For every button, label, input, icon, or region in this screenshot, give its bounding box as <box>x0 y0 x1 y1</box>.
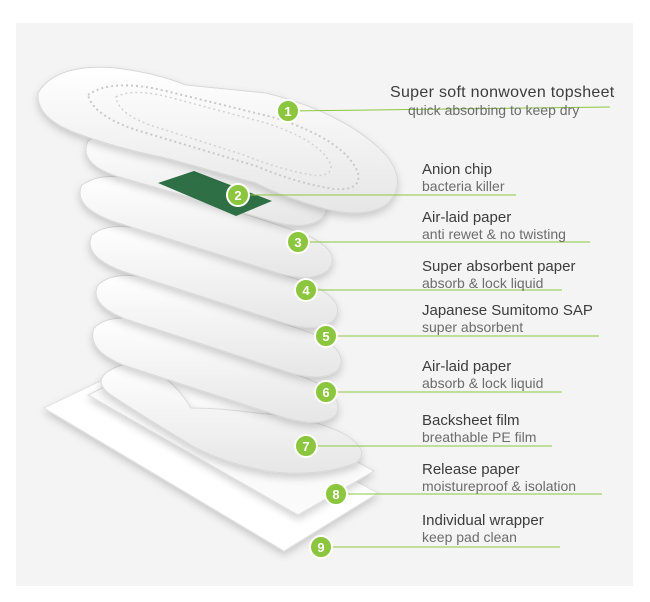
svg-text:9: 9 <box>317 540 324 555</box>
badge-6: 6 <box>314 380 338 404</box>
badge-8: 8 <box>324 482 348 506</box>
svg-text:6: 6 <box>322 385 329 400</box>
label-subtitle: anti rewet & no twisting <box>422 226 566 242</box>
badge-2: 2 <box>226 183 250 207</box>
label-subtitle: absorb & lock liquid <box>422 375 544 391</box>
label-title: Japanese Sumitomo SAP <box>422 302 593 319</box>
topsheet-emboss-outer <box>86 84 360 191</box>
svg-text:5: 5 <box>322 329 329 344</box>
label-title: Individual wrapper <box>422 512 544 529</box>
label-subtitle: keep pad clean <box>422 529 517 545</box>
leader-line-1 <box>287 106 611 112</box>
label-title: Super absorbent paper <box>422 258 576 275</box>
label-title: Air-laid paper <box>422 358 512 375</box>
badge-1: 1 <box>276 99 300 123</box>
leader-lines <box>238 106 611 548</box>
topsheet-emboss-inner <box>115 91 332 177</box>
label-title: Air-laid paper <box>422 209 512 226</box>
sap-layer <box>95 274 342 378</box>
layer-illustration: 1 2 3 4 5 6 7 8 9 <box>37 66 611 559</box>
label-title: Release paper <box>422 461 520 478</box>
topsheet-layer <box>37 66 398 214</box>
svg-text:8: 8 <box>332 487 339 502</box>
label-layer-8: Release paper moistureproof & isolation <box>422 462 576 493</box>
badge-9: 9 <box>309 535 333 559</box>
label-subtitle: absorb & lock liquid <box>422 275 544 291</box>
badge-5: 5 <box>314 324 338 348</box>
label-title: Anion chip <box>422 161 493 178</box>
number-badges: 1 2 3 4 5 6 7 8 9 <box>226 99 348 559</box>
svg-text:3: 3 <box>294 235 301 250</box>
label-layer-6: Air-laid paper absorb & lock liquid <box>422 359 543 390</box>
label-subtitle: breathable PE film <box>422 429 537 445</box>
label-subtitle: bacteria killer <box>422 178 505 194</box>
svg-text:7: 7 <box>302 439 309 454</box>
label-title: Backsheet film <box>422 412 520 429</box>
svg-text:4: 4 <box>302 283 310 298</box>
label-layer-3: Air-laid paper anti rewet & no twisting <box>422 210 566 241</box>
label-layer-1: Super soft nonwoven topsheet quick absor… <box>390 84 615 118</box>
label-subtitle: moistureproof & isolation <box>422 478 577 494</box>
label-layer-5: Japanese Sumitomo SAP super absorbent <box>422 303 593 334</box>
label-subtitle: super absorbent <box>422 319 524 335</box>
badge-7: 7 <box>294 434 318 458</box>
label-layer-9: Individual wrapper keep pad clean <box>422 513 544 544</box>
svg-text:1: 1 <box>284 104 291 119</box>
badge-4: 4 <box>294 278 318 302</box>
label-title: Super soft nonwoven topsheet <box>390 84 615 101</box>
exploded-layers-diagram: 1 2 3 4 5 6 7 8 9 Super soft nonwoven to… <box>16 23 633 586</box>
label-layer-7: Backsheet film breathable PE film <box>422 413 536 444</box>
label-layer-2: Anion chip bacteria killer <box>422 162 504 193</box>
badge-3: 3 <box>286 230 310 254</box>
label-subtitle: quick absorbing to keep dry <box>408 102 580 118</box>
svg-text:2: 2 <box>234 188 241 203</box>
label-layer-4: Super absorbent paper absorb & lock liqu… <box>422 259 575 290</box>
